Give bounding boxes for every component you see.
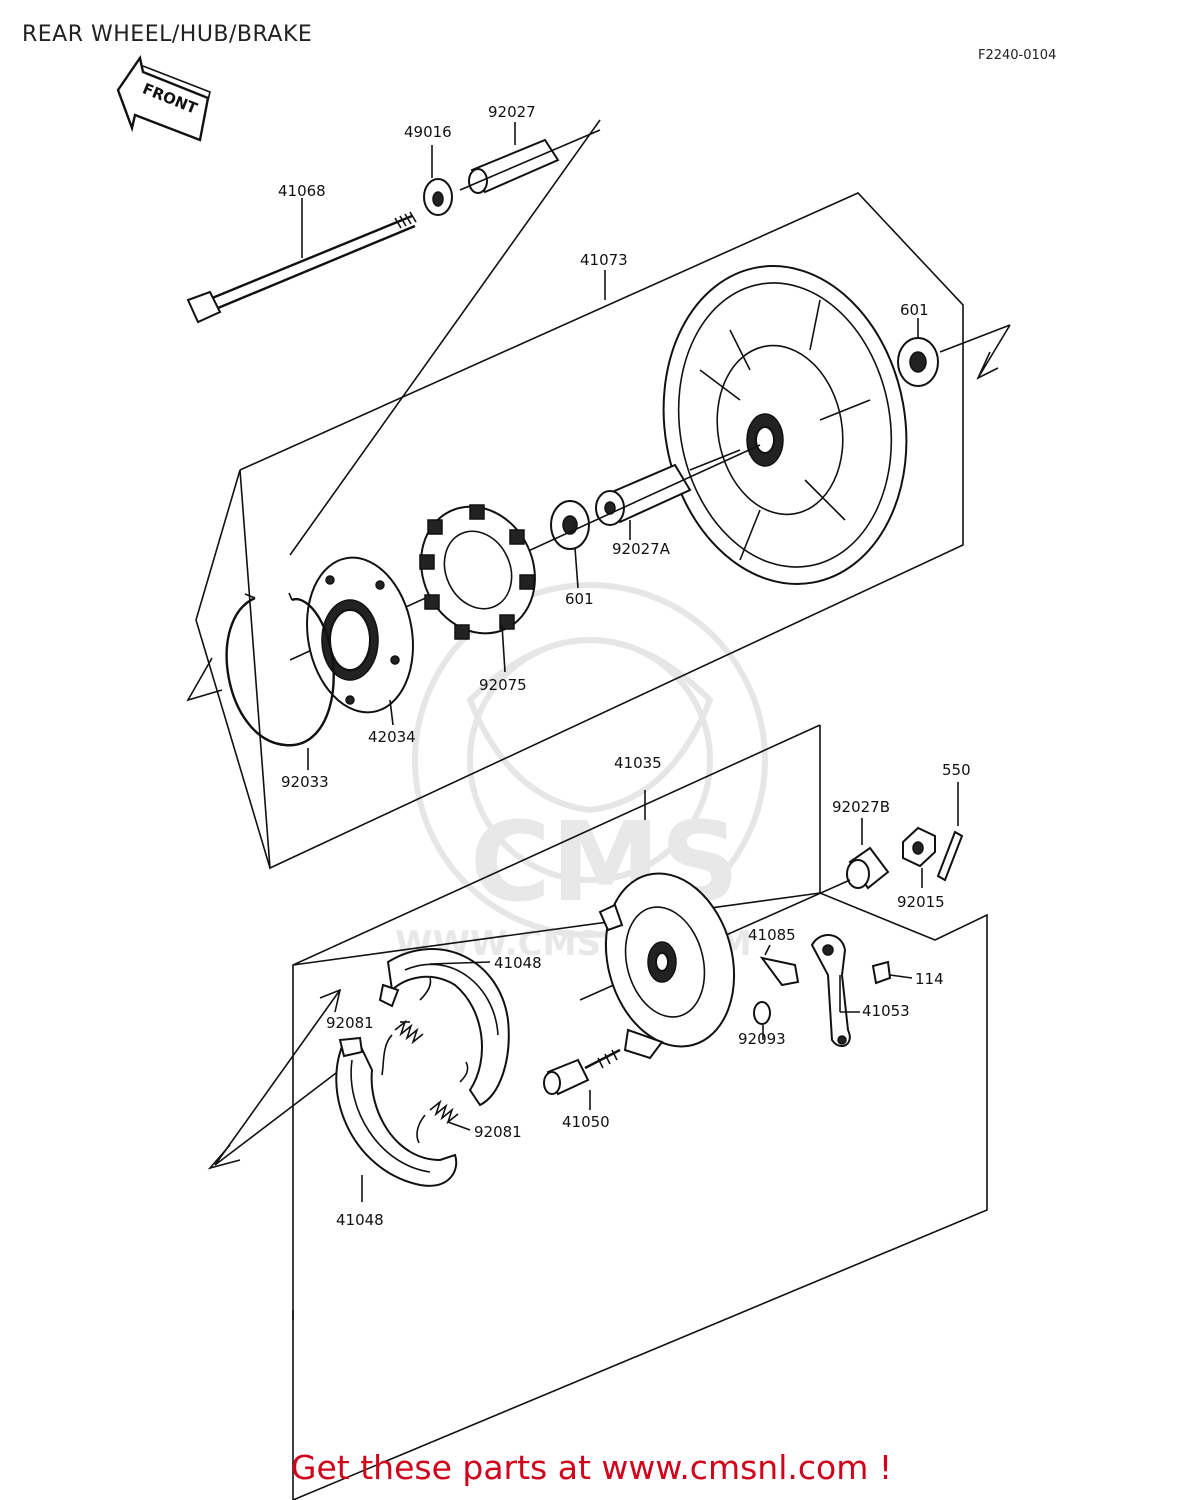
label-41050[interactable]: 41050 [562, 1113, 610, 1131]
label-41085[interactable]: 41085 [748, 926, 796, 944]
label-92015[interactable]: 92015 [897, 893, 945, 911]
camshaft-41050 [543, 1048, 621, 1110]
circlip-92033 [225, 592, 335, 770]
bearing-601-right [897, 318, 1011, 387]
label-92075[interactable]: 92075 [479, 676, 527, 694]
label-92081-lower[interactable]: 92081 [474, 1123, 522, 1141]
coupling-42034 [306, 556, 414, 726]
figure-code: F2240-0104 [978, 48, 1057, 63]
label-41068[interactable]: 41068 [278, 182, 326, 200]
collar-92027B [846, 818, 890, 890]
seal-92093 [753, 1001, 771, 1040]
wear-indicator-41085 [759, 944, 800, 987]
label-601-center[interactable]: 601 [565, 590, 594, 608]
label-92027A[interactable]: 92027A [612, 540, 671, 558]
brake-shoe-41048-upper [378, 948, 510, 1107]
axle-41068 [186, 198, 417, 324]
cotter-pin-550 [936, 782, 964, 882]
label-41053[interactable]: 41053 [862, 1002, 910, 1020]
cast-wheel-41073 [604, 265, 908, 585]
front-direction-arrow: FRONT [116, 55, 211, 142]
wheel-assembly-frame [195, 192, 964, 870]
label-41035[interactable]: 41035 [614, 754, 662, 772]
spacer-92027 [468, 122, 560, 194]
label-92027B[interactable]: 92027B [832, 798, 890, 816]
label-92027[interactable]: 92027 [488, 103, 536, 121]
part-number-labels: 41068 49016 92027 41073 601 92027A 601 9… [278, 103, 971, 1229]
label-92093[interactable]: 92093 [738, 1030, 786, 1048]
label-92081-upper[interactable]: 92081 [326, 1014, 374, 1032]
label-601-right[interactable]: 601 [900, 301, 929, 319]
label-49016[interactable]: 49016 [404, 123, 452, 141]
axle-nut-92015 [902, 826, 936, 888]
bearing-601-center [550, 500, 590, 589]
bolt-114 [871, 960, 913, 985]
label-42034[interactable]: 42034 [368, 728, 416, 746]
spring-92081-lower [416, 1061, 471, 1144]
label-41048-lower[interactable]: 41048 [336, 1211, 384, 1229]
spring-92081-upper [381, 977, 432, 1076]
label-41048-upper[interactable]: 41048 [494, 954, 542, 972]
brake-panel-41035 [598, 790, 736, 1060]
collar-49016 [423, 145, 453, 216]
label-550[interactable]: 550 [942, 761, 971, 779]
spacer-92027A [595, 463, 692, 540]
label-92033[interactable]: 92033 [281, 773, 329, 791]
brake-shoe-41048-lower [335, 1036, 458, 1202]
hub-damper-92075 [419, 504, 536, 673]
brake-lever-41053 [810, 934, 860, 1048]
label-41073[interactable]: 41073 [580, 251, 628, 269]
footer-promo-link[interactable]: Get these parts at www.cmsnl.com ! [290, 1448, 893, 1487]
label-114[interactable]: 114 [915, 970, 944, 988]
diagram-title: REAR WHEEL/HUB/BRAKE [22, 22, 313, 47]
